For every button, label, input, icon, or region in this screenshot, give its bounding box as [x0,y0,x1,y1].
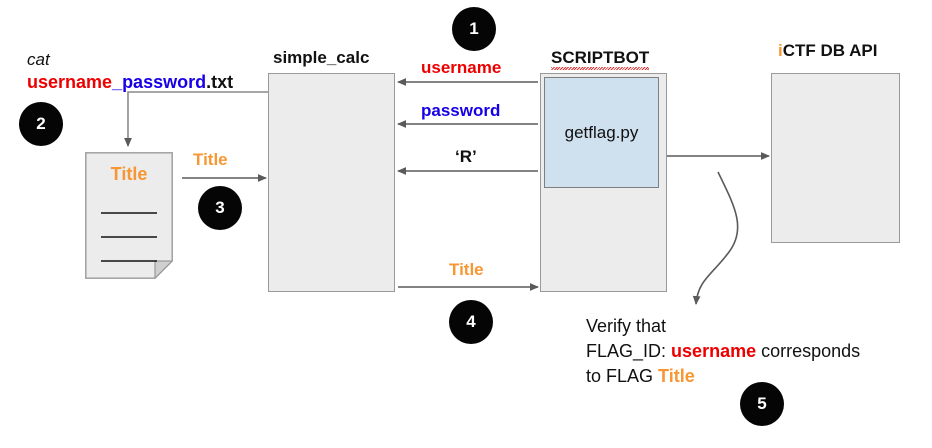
getflag-script-box[interactable]: getflag.py [544,77,659,188]
edge-label-calc-title: Title [449,260,484,279]
verify-title-token: Title [658,366,695,386]
step-badge-2[interactable]: 2 [19,102,63,146]
filename-username-part: username [27,72,113,92]
edge-label-r: ‘R’ [455,147,477,166]
scriptbot-title-text: SCRIPTBOT [551,48,650,70]
verify-note-line3: to FLAG Title [586,364,860,389]
filename-separator: _ [112,72,123,92]
step-badge-5[interactable]: 5 [740,382,784,426]
scriptbot-title: SCRIPTBOT [551,48,650,70]
step-badge-4[interactable]: 4 [449,300,493,344]
scriptbot-box[interactable]: getflag.py [540,73,667,292]
edge-label-username: username [421,58,502,77]
filename-password-part: password [122,72,207,92]
ictf-db-api-box[interactable] [771,73,900,243]
getflag-script-label: getflag.py [564,122,639,142]
document-title: Title [110,164,148,184]
simple-calc-box[interactable] [268,73,395,292]
verify-note: Verify that FLAG_ID: username correspond… [586,314,860,389]
filename-extension: .txt [206,72,234,92]
cat-command-label: cat [27,50,50,69]
ictf-db-api-title-prefix: i [778,41,783,60]
verify-note-line1: Verify that [586,316,667,336]
simple-calc-title: simple_calc [273,48,370,67]
edge-label-document-title: Title [193,150,228,169]
verify-note-line2: FLAG_ID: username corresponds [586,339,860,364]
step-badge-1[interactable]: 1 [452,7,496,51]
edge-verify-curve [692,171,739,305]
edge-label-password: password [421,101,501,120]
edge-cat-to-document [124,91,270,147]
step-badge-3[interactable]: 3 [198,186,242,230]
document-icon: Title [85,152,174,280]
verify-flagid-label: FLAG_ID: [586,341,667,361]
verify-toflag-label: to FLAG [586,366,654,386]
verify-username-token: username [671,341,757,361]
ictf-db-api-title-rest: CTF DB API [782,41,878,60]
document-shape [85,152,174,280]
verify-corresponds-word: corresponds [761,341,861,361]
ictf-db-api-title: iCTF DB API [778,41,878,61]
credentials-filename: username_password.txt [27,72,233,93]
